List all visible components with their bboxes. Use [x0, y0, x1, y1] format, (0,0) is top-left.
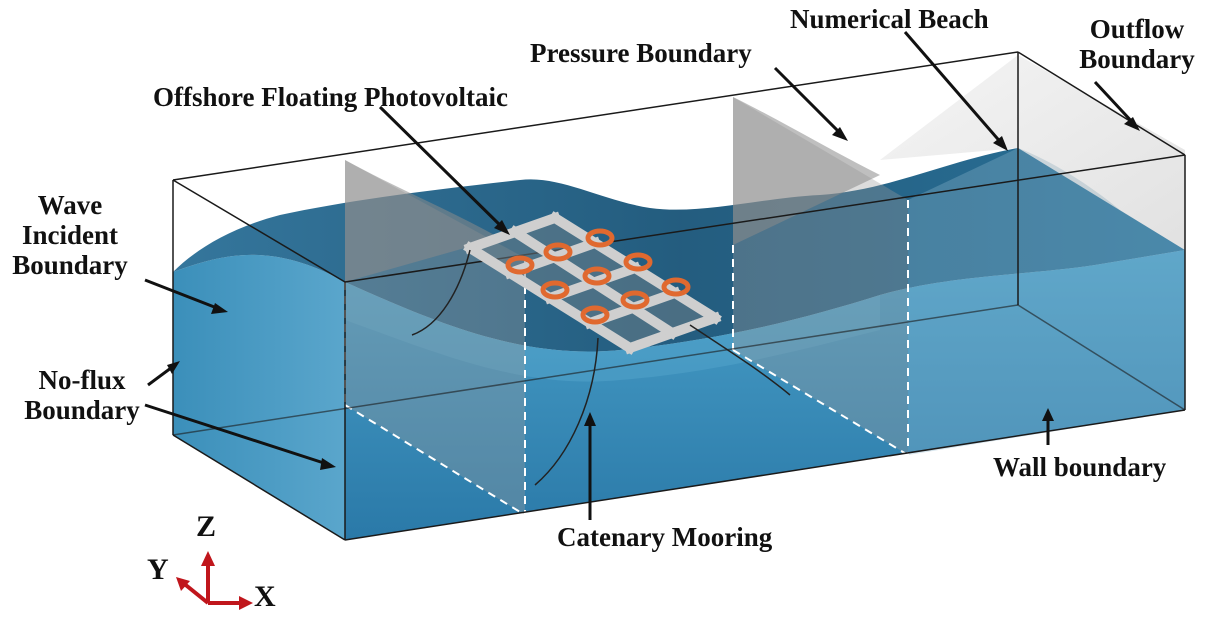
annotation-arrows — [144, 31, 1137, 520]
noflux-line1: No-flux — [38, 365, 126, 395]
wave-line2: Incident — [21, 220, 119, 250]
numerical-beach-plane — [880, 55, 1185, 250]
axis-arrowheads — [176, 551, 253, 610]
water-free-surface — [173, 148, 1185, 352]
pressure-boundary-label: Pressure Boundary — [530, 38, 752, 68]
noflux-line2: Boundary — [24, 395, 140, 425]
pressure-plane-left-top — [345, 160, 500, 282]
catenary-mooring-lines — [411, 249, 791, 486]
pressure-plane-right-top — [733, 97, 880, 245]
water-front-face — [345, 250, 1185, 540]
offshore-fpv-label: Offshore Floating Photovoltaic — [153, 82, 508, 112]
y-axis-label: Y — [147, 553, 169, 586]
arrowheads — [167, 117, 1140, 470]
numerical-beach-label: Numerical Beach — [790, 4, 989, 34]
wave-line3: Boundary — [12, 250, 128, 280]
floating-photovoltaic-array — [463, 211, 722, 355]
x-axis-label: X — [254, 580, 276, 613]
catenary-mooring-label: Catenary Mooring — [557, 522, 773, 552]
z-axis-label: Z — [196, 510, 217, 543]
fpv-floaters — [505, 228, 691, 325]
outflow-boundary-label: Outflow Boundary — [1072, 14, 1202, 74]
no-flux-boundary-label: No-flux Boundary — [12, 365, 152, 425]
wall-region — [908, 148, 1185, 455]
wall-boundary-label: Wall boundary — [993, 452, 1167, 482]
wave-crest-shading — [345, 282, 880, 382]
outflow-line1: Outflow — [1089, 14, 1185, 44]
outflow-line2: Boundary — [1079, 44, 1195, 74]
wave-line1: Wave — [37, 190, 103, 220]
water-left-face — [173, 254, 345, 540]
wave-incident-boundary-label: Wave Incident Boundary — [0, 190, 140, 280]
coordinate-axes — [180, 560, 245, 605]
